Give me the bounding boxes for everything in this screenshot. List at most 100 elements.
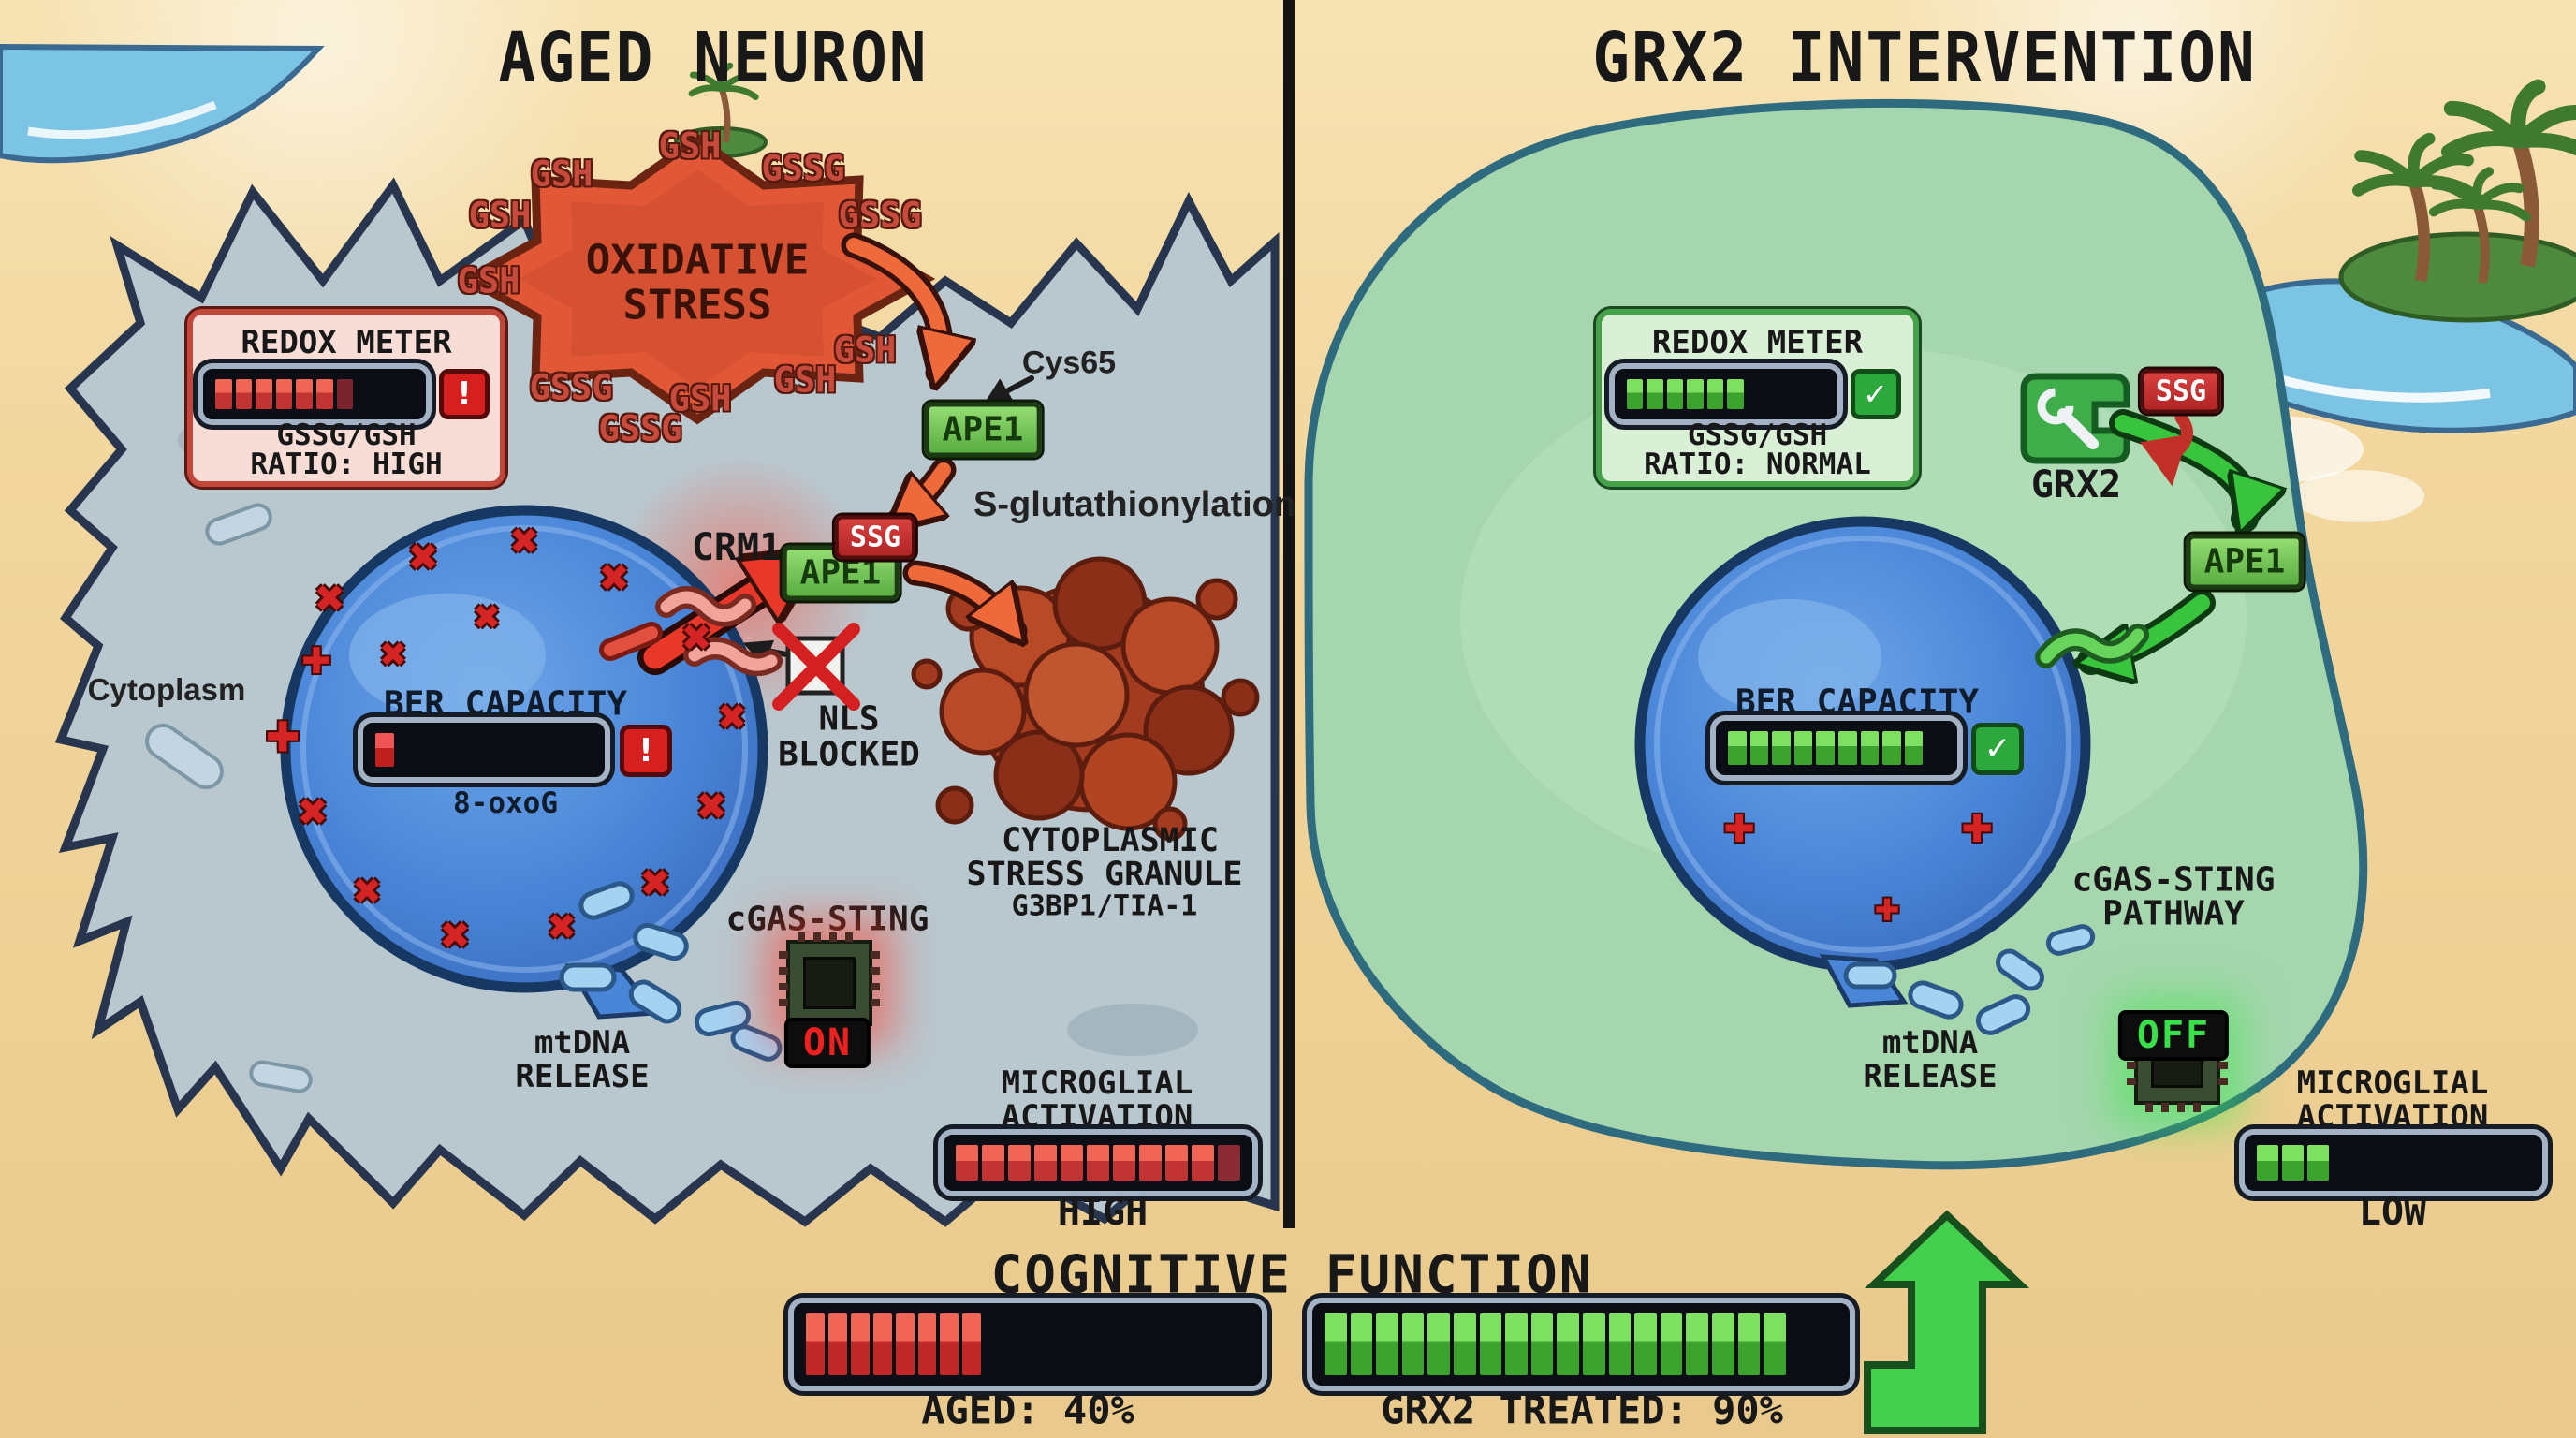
meter-segment bbox=[1231, 1313, 1250, 1375]
meter-segment bbox=[1113, 1145, 1135, 1181]
cgas-state-off: OFF bbox=[2117, 1010, 2230, 1061]
meter-segment bbox=[1749, 731, 1769, 765]
meter-segment bbox=[1904, 731, 1924, 765]
meter-segment bbox=[917, 1313, 937, 1375]
meter-segment bbox=[1790, 1313, 1812, 1375]
panel-divider bbox=[1283, 0, 1295, 1228]
meter-segment bbox=[1030, 1313, 1048, 1375]
ber-meter-right bbox=[1716, 721, 1957, 775]
meter-segment bbox=[398, 733, 417, 767]
microglial-left-line2: ACTIVATION bbox=[1001, 1098, 1193, 1136]
chip-screen bbox=[803, 957, 856, 1009]
meter-segment bbox=[1926, 731, 1945, 765]
meter-segment bbox=[235, 379, 253, 409]
meter-segment bbox=[1139, 1145, 1162, 1181]
meter-segment bbox=[1768, 379, 1785, 409]
redox-title-left: REDOX METER bbox=[241, 324, 452, 361]
arrows-right bbox=[2035, 409, 2247, 661]
meter-segment bbox=[940, 1313, 959, 1375]
meter-segment bbox=[530, 733, 549, 767]
grx2-label: GRX2 bbox=[2030, 463, 2122, 506]
ber-check-badge: ✓ bbox=[1971, 723, 2024, 775]
meter-segment bbox=[1816, 731, 1835, 765]
right-panel-title: GRX2 INTERVENTION bbox=[1592, 17, 2257, 99]
meter-segment bbox=[442, 733, 461, 767]
ber-meter-left bbox=[363, 723, 605, 777]
crm1-label: CRM1 bbox=[691, 526, 783, 569]
oxidative-label-line2: STRESS bbox=[622, 281, 772, 330]
blocked-ape1-squiggles bbox=[599, 586, 783, 677]
meter-segment bbox=[1788, 379, 1805, 409]
left-panel-title: AGED NEURON bbox=[498, 17, 929, 99]
meter-segment bbox=[574, 733, 593, 767]
meter-segment bbox=[2408, 1145, 2429, 1181]
meter-segment bbox=[552, 733, 571, 767]
meter-segment bbox=[1737, 1313, 1761, 1375]
meter-segment bbox=[1061, 1145, 1083, 1181]
meter-segment bbox=[827, 1313, 847, 1375]
meter-segment bbox=[1007, 1313, 1026, 1375]
granule-caption-line2: STRESS GRANULE bbox=[966, 856, 1243, 893]
cys65-label: Cys65 bbox=[1021, 345, 1117, 381]
check-badge-icon: ✓ bbox=[1850, 369, 1901, 419]
meter-segment bbox=[1634, 1313, 1657, 1375]
warning-badge-icon: ! bbox=[439, 369, 490, 419]
redox-title-right: REDOX METER bbox=[1651, 324, 1864, 361]
oxidative-label-line1: OXIDATIVE bbox=[585, 236, 810, 285]
granule-caption-line3: G3BP1/TIA-1 bbox=[1011, 889, 1198, 923]
meter-segment bbox=[1075, 1313, 1093, 1375]
meter-segment bbox=[1582, 1313, 1605, 1375]
cognitive-up-arrow bbox=[1864, 1210, 2030, 1434]
ber-warning-badge: ! bbox=[620, 725, 672, 777]
meter-segment bbox=[1453, 1313, 1476, 1375]
meter-segment bbox=[1165, 1145, 1188, 1181]
meter-segment bbox=[256, 379, 272, 409]
meter-segment bbox=[1530, 1313, 1554, 1375]
meter-segment bbox=[2358, 1145, 2379, 1181]
meter-segment bbox=[1164, 1313, 1183, 1375]
meter-segment bbox=[315, 379, 333, 409]
cognitive-aged-label: AGED: 40% bbox=[921, 1387, 1134, 1433]
redox-meter-box-left: REDOX METER ! GSSG/GSH RATIO: HIGH bbox=[187, 309, 505, 487]
redox-meter-box-right: REDOX METER ✓ GSSG/GSH RATIO: NORMAL bbox=[1596, 309, 1919, 487]
meter-segment bbox=[1376, 1313, 1398, 1375]
sting-chip-icon-left bbox=[779, 932, 880, 1034]
cognitive-meter-aged bbox=[794, 1303, 1262, 1386]
cgas-title-right-line2: PATHWAY bbox=[2102, 894, 2245, 933]
chip-pins-left bbox=[779, 951, 788, 1015]
microglial-left-line1: MICROGLIAL bbox=[1001, 1064, 1193, 1102]
microglial-level-right: LOW bbox=[2358, 1191, 2427, 1234]
meter-segment bbox=[1660, 1313, 1683, 1375]
meter-segment bbox=[2483, 1145, 2505, 1181]
ber-sub-left: 8-oxoG bbox=[453, 786, 558, 820]
chip-pins-left bbox=[2127, 1030, 2136, 1093]
meter-segment bbox=[1686, 1313, 1708, 1375]
meter-segment bbox=[1120, 1313, 1138, 1375]
meter-segment bbox=[486, 733, 505, 767]
meter-segment bbox=[397, 379, 414, 409]
redox-line2-left: RATIO: HIGH bbox=[250, 447, 443, 481]
meter-segment bbox=[1186, 1313, 1205, 1375]
ber-title-left: BER CAPACITY bbox=[383, 684, 628, 724]
oxidative-stress-cloud bbox=[459, 133, 936, 425]
meter-segment bbox=[1208, 1313, 1227, 1375]
cgas-title-right-line1: cGAS-STING bbox=[2071, 860, 2276, 900]
meter-segment bbox=[1647, 379, 1663, 409]
meter-segment bbox=[1815, 1313, 1837, 1375]
meter-segment bbox=[1008, 1145, 1031, 1181]
meter-segment bbox=[1837, 731, 1857, 765]
meter-segment bbox=[215, 379, 232, 409]
meter-segment bbox=[1728, 731, 1747, 765]
meter-segment bbox=[1087, 1145, 1109, 1181]
ape1-badge-top: APE1 bbox=[924, 402, 1042, 458]
meter-segment bbox=[377, 379, 394, 409]
meter-segment bbox=[1687, 379, 1704, 409]
meter-segment bbox=[2333, 1145, 2354, 1181]
microglial-meter-right bbox=[2245, 1135, 2542, 1191]
nls-label-line2: BLOCKED bbox=[778, 735, 920, 774]
meter-segment bbox=[962, 1313, 982, 1375]
meter-segment bbox=[1608, 1313, 1632, 1375]
meter-segment bbox=[1034, 1145, 1057, 1181]
cytoplasm-label: Cytoplasm bbox=[87, 672, 246, 707]
